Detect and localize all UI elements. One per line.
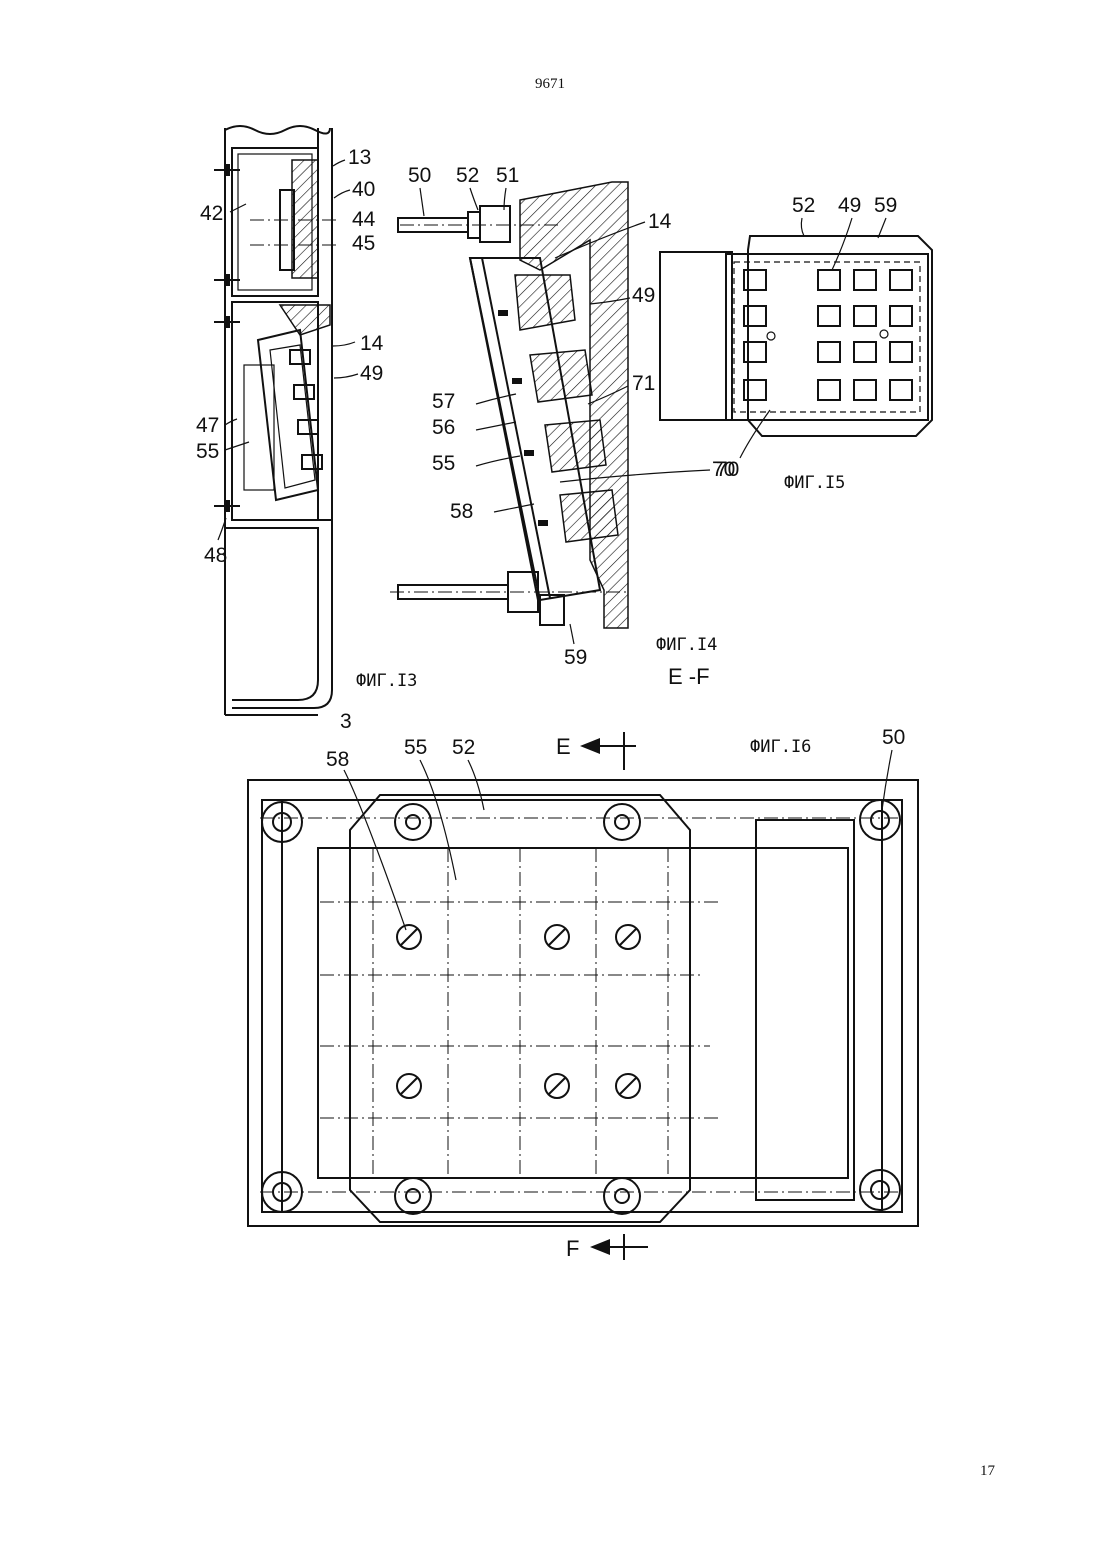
label-14: 14 — [360, 332, 384, 355]
caption-fig15: ФИГ.I5 — [784, 473, 845, 493]
label-52: 52 — [792, 194, 815, 217]
label-55: 55 — [196, 440, 219, 463]
label-71: 71 — [632, 372, 655, 395]
section-label-f: F — [566, 1236, 579, 1261]
label-52: 52 — [452, 736, 475, 759]
label-49: 49 — [360, 362, 383, 385]
label-50: 50 — [408, 164, 431, 187]
screw-icon — [880, 330, 888, 338]
label-14: 14 — [648, 210, 672, 233]
contact-panel — [726, 254, 928, 420]
label-45: 45 — [352, 232, 375, 255]
bolts-50 — [262, 800, 900, 1214]
label-59: 59 — [874, 194, 897, 217]
figure-13: 13 40 42 44 45 14 49 47 55 48 3 ФИГ.I3 — [196, 126, 417, 733]
label-56: 56 — [432, 416, 455, 439]
figure-14: 50 52 51 14 49 57 71 56 55 70 58 59 ФИГ.… — [390, 164, 739, 689]
label-42: 42 — [200, 202, 223, 225]
figure-16: 58 55 52 E F ФИГ.I6 50 — [248, 726, 918, 1261]
caption-fig14: ФИГ.I4 — [656, 635, 717, 655]
arrow-e-icon — [580, 738, 600, 754]
base-plate-14 — [520, 182, 628, 628]
label-55: 55 — [432, 452, 455, 475]
screws-57 — [498, 310, 548, 526]
label-57: 57 — [432, 390, 455, 413]
section-label-e: E — [556, 734, 571, 759]
section-ef: E -F — [668, 664, 710, 689]
label-49: 49 — [838, 194, 861, 217]
center-lines — [260, 818, 900, 1192]
label-55: 55 — [404, 736, 427, 759]
label-52: 52 — [456, 164, 479, 187]
outer-frame — [248, 780, 918, 1226]
label-49: 49 — [632, 284, 655, 307]
label-48: 48 — [204, 544, 227, 567]
screws-58 — [397, 925, 640, 1098]
label-40: 40 — [352, 178, 375, 201]
label-58: 58 — [326, 748, 349, 771]
arrow-f-icon — [590, 1239, 610, 1255]
screw-icon — [767, 332, 775, 340]
label-47: 47 — [196, 414, 219, 437]
label-70: 70 — [712, 458, 735, 481]
label-51: 51 — [496, 164, 519, 187]
part-40 — [292, 160, 318, 278]
caption-fig16: ФИГ.I6 — [750, 737, 811, 757]
contact-grid — [744, 270, 912, 400]
break-line — [225, 126, 330, 134]
caption-fig13: ФИГ.I3 — [356, 671, 417, 691]
board-55 — [318, 848, 848, 1178]
label-13: 13 — [348, 146, 371, 169]
label-44: 44 — [352, 208, 376, 231]
label-59: 59 — [564, 646, 587, 669]
label-3: 3 — [340, 710, 352, 733]
label-50: 50 — [882, 726, 905, 749]
figure-15: 52 49 59 70 ФИГ.I5 — [660, 194, 932, 493]
part-14 — [280, 305, 330, 335]
label-58: 58 — [450, 500, 473, 523]
